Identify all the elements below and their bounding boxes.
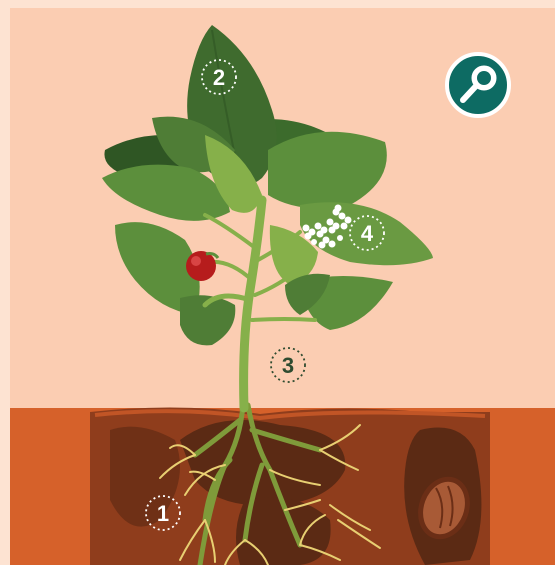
- svg-text:4: 4: [361, 221, 374, 246]
- svg-text:3: 3: [282, 353, 294, 378]
- svg-text:1: 1: [157, 501, 169, 526]
- zoom-button[interactable]: [447, 54, 509, 116]
- soil-section: [10, 407, 555, 565]
- svg-text:2: 2: [213, 65, 225, 90]
